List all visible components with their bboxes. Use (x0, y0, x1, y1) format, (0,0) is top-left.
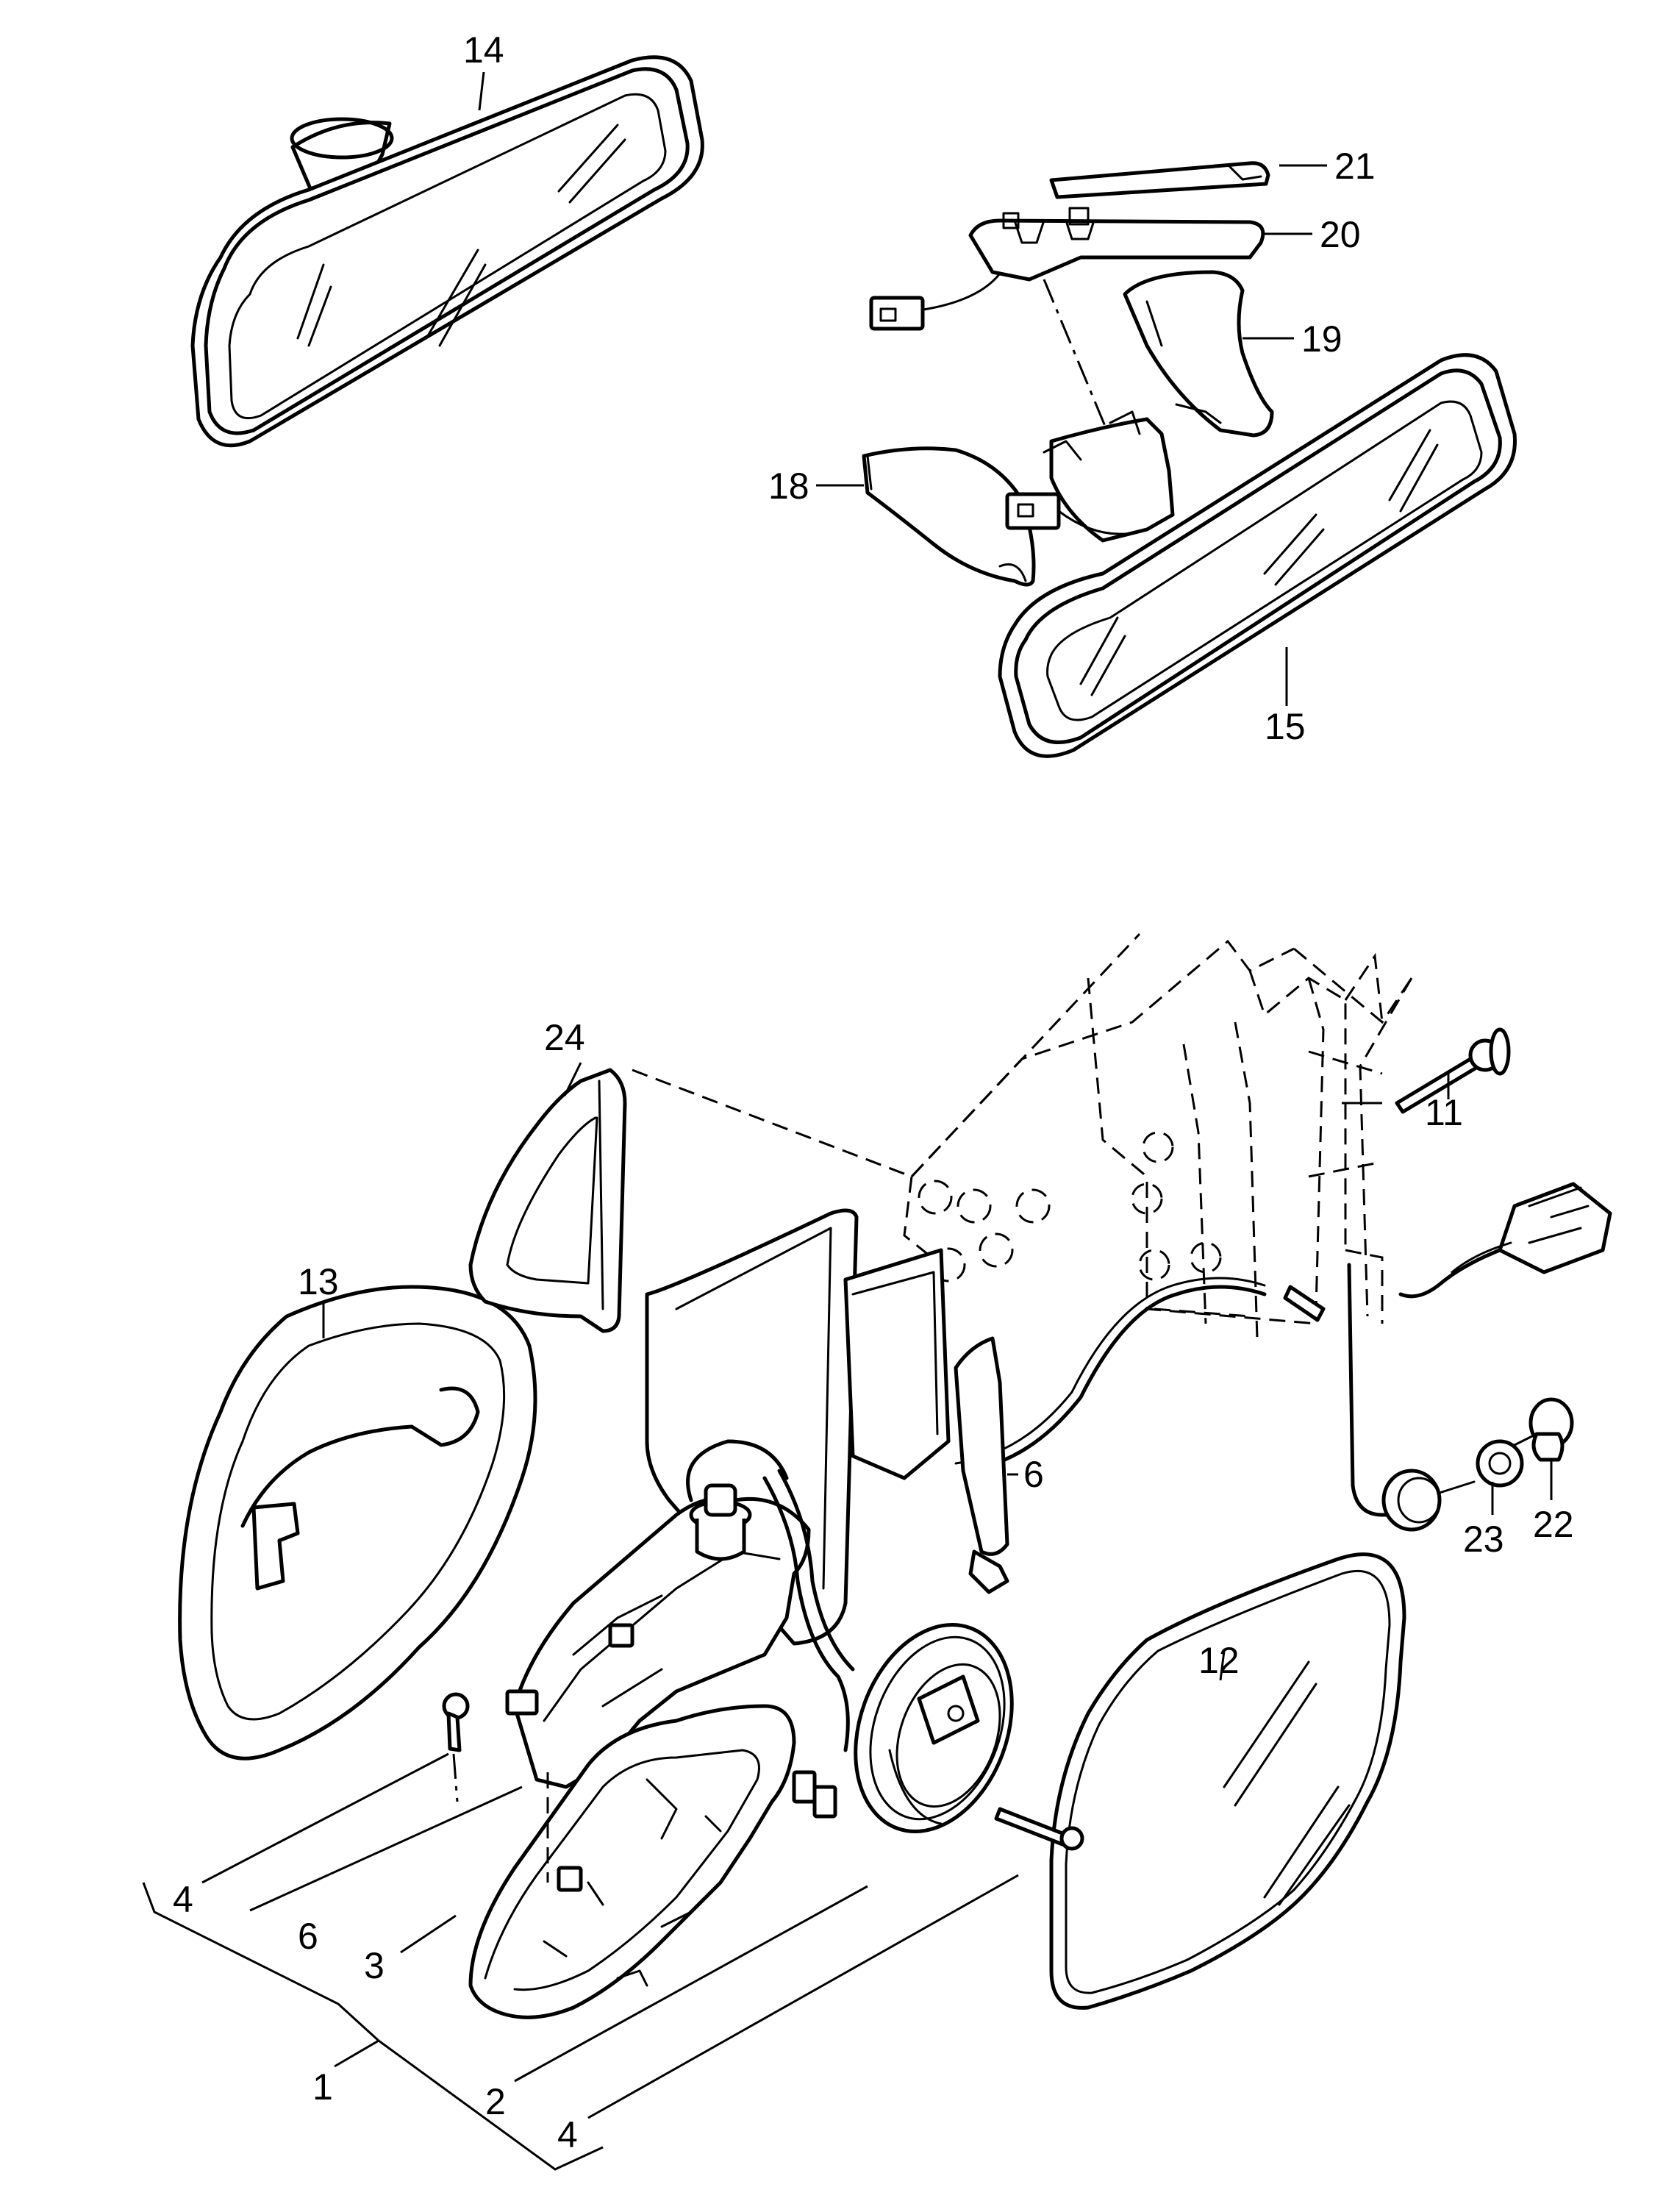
housing-cover-13 (178, 1285, 537, 1760)
callout-12: 12 (1198, 1640, 1240, 1681)
callout-3: 3 (364, 1945, 385, 1986)
cover-18 (862, 446, 1036, 587)
callout-6-right: 6 (1023, 1454, 1044, 1495)
mirror-15 (998, 353, 1517, 758)
interior-mirror-14 (190, 55, 704, 448)
harness-connector (1398, 1182, 1612, 1299)
carrier-frame (505, 1439, 855, 1789)
callout-4-bottom: 4 (557, 2114, 578, 2155)
screw-4-right (994, 1807, 1084, 1851)
lower-shell (468, 1704, 796, 2019)
callout-4-left: 4 (173, 1879, 193, 1920)
callout-22: 22 (1533, 1504, 1574, 1545)
callout-6-left: 6 (298, 1916, 318, 1957)
base-trim-24 (468, 1068, 627, 1333)
callout-11: 11 (1425, 1092, 1463, 1133)
callout-24: 24 (544, 1017, 585, 1058)
auto-dim-mirror-assembly (862, 161, 1517, 758)
bracket-6-right (954, 1336, 1009, 1594)
bolt-11 (1342, 1027, 1511, 1114)
callout-15: 15 (1265, 706, 1306, 747)
cover-21 (1049, 161, 1270, 199)
plug-20 (869, 296, 925, 331)
callout-20: 20 (1320, 214, 1361, 255)
cover-19 (1123, 270, 1274, 438)
callout-labels: 14 21 20 19 18 15 24 13 11 6 12 22 23 4 … (173, 29, 1574, 2155)
callout-23: 23 (1463, 1519, 1504, 1560)
callout-2: 2 (485, 2081, 506, 2122)
callout-18: 18 (768, 465, 809, 507)
screw-4-left (442, 1692, 470, 1802)
callout-1: 1 (312, 2066, 333, 2108)
door-outline (632, 932, 1413, 1339)
callout-19: 19 (1301, 318, 1342, 360)
exterior-mirror-assembly (178, 932, 1612, 2019)
leader-lines (142, 71, 1553, 2171)
module-20 (968, 218, 1265, 282)
callout-14: 14 (463, 29, 504, 71)
callout-13: 13 (298, 1261, 339, 1302)
cap-23 (1381, 1469, 1476, 1532)
grommet-22 (1513, 1397, 1574, 1462)
mirror-glass-12 (1049, 1552, 1406, 2010)
adjusting-motor-2 (792, 1623, 1014, 1833)
nut-23 (1476, 1439, 1524, 1488)
callout-21: 21 (1334, 146, 1376, 187)
